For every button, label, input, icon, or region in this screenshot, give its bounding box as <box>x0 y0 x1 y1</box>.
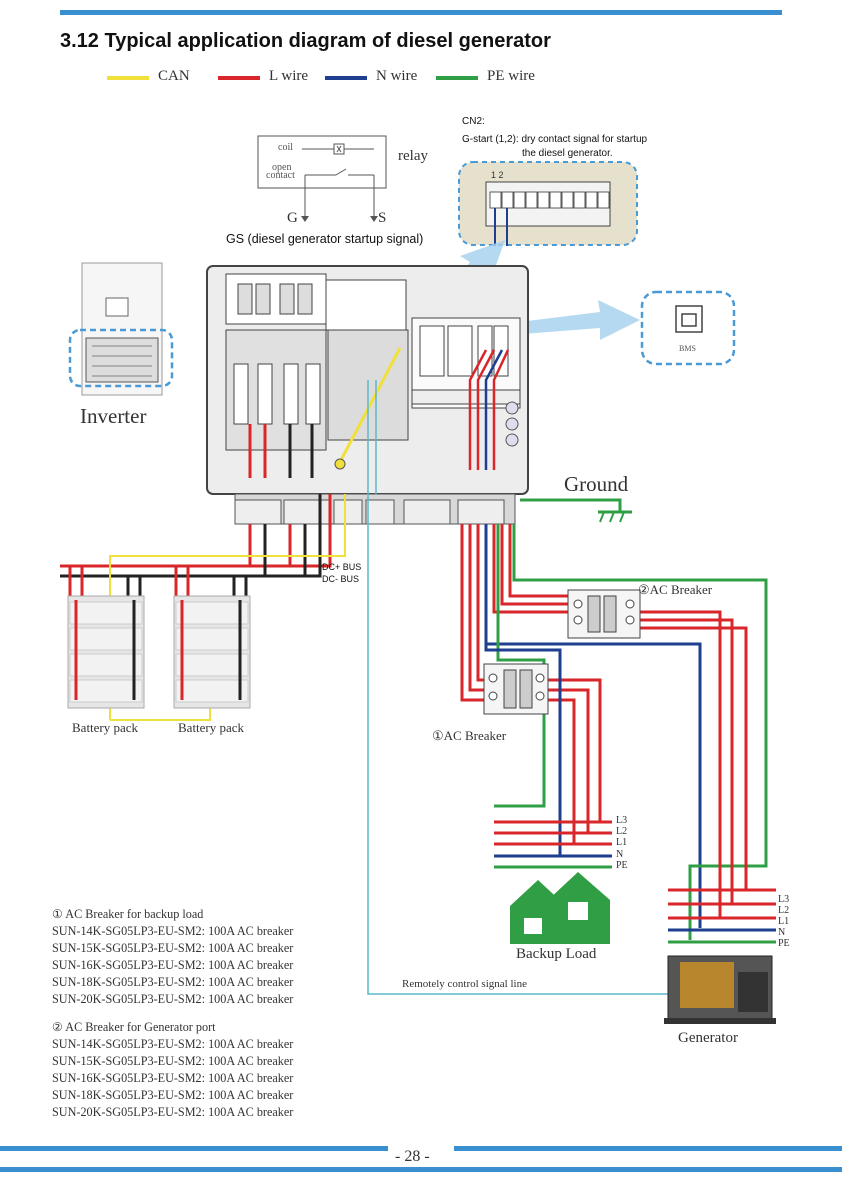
ground-symbol <box>520 498 632 523</box>
remote-line-label: Remotely control signal line <box>402 978 527 990</box>
ac-wiring <box>460 524 768 940</box>
legend-swatch-n <box>325 76 367 80</box>
load-wire-pe: PE <box>616 860 628 871</box>
bms-port <box>640 290 736 366</box>
cn2-desc-2: the diesel generator. <box>522 148 613 159</box>
load-wire-stubs <box>494 820 612 869</box>
battery-pack-1-label: Battery pack <box>72 720 139 735</box>
battery-pack-2 <box>173 595 251 709</box>
dc-plus-bus-label: DC+ BUS <box>322 562 362 572</box>
cn2-title: CN2: <box>462 116 485 127</box>
note-line: SUN-20K-SG05LP3-EU-SM2: 100A AC breaker <box>52 1104 294 1119</box>
gen-wire-l1: L1 <box>778 916 790 927</box>
gen-wire-pe: PE <box>778 938 790 949</box>
relay-label: relay <box>398 148 428 164</box>
legend-swatch-can <box>107 76 149 80</box>
inverter-wiring-box <box>206 265 529 525</box>
ac-breaker-2 <box>567 589 641 639</box>
footer-rule-bottom <box>0 1167 842 1172</box>
footer-rule-right <box>454 1146 842 1151</box>
load-wire-l2: L2 <box>616 826 628 837</box>
bms-label: BMS <box>679 344 696 353</box>
relay-s-label: S <box>378 210 387 226</box>
legend-label-can: CAN <box>158 68 190 84</box>
cn2-terminal <box>458 161 638 246</box>
battery-pack-2-label: Battery pack <box>178 720 245 735</box>
generator-wire-stubs <box>668 888 776 944</box>
gs-caption: GS (diesel generator startup signal) <box>226 232 424 246</box>
gen-wire-l3: L3 <box>778 894 790 905</box>
generator-icon <box>664 955 776 1024</box>
dc-minus-bus-label: DC- BUS <box>322 574 360 584</box>
note-line: SUN-14K-SG05LP3-EU-SM2: 100A AC breaker <box>52 923 294 938</box>
inverter-label: Inverter <box>80 404 147 428</box>
legend-swatch-l <box>218 76 260 80</box>
ac-breaker-1-label: ①AC Breaker <box>432 728 507 743</box>
note-line: ① AC Breaker for backup load <box>52 907 204 921</box>
load-wire-n: N <box>616 849 624 860</box>
cn2-pin-labels: 1 2 <box>491 170 504 180</box>
notes-generator-port: ② AC Breaker for Generator port SUN-14K-… <box>52 1019 293 1120</box>
backup-load-icon <box>510 872 610 944</box>
page-title: 3.12 Typical application diagram of dies… <box>60 30 551 52</box>
notes-backup-load: ① AC Breaker for backup load SUN-14K-SG0… <box>52 906 293 1007</box>
relay-coil-label: coil <box>278 142 293 153</box>
inverter-thumbnail <box>68 262 174 396</box>
gen-wire-l2: L2 <box>778 905 790 916</box>
note-line: SUN-20K-SG05LP3-EU-SM2: 100A AC breaker <box>52 991 294 1006</box>
load-wire-l3: L3 <box>616 815 628 826</box>
note-line: ② AC Breaker for Generator port <box>52 1020 216 1034</box>
note-line: SUN-16K-SG05LP3-EU-SM2: 100A AC breaker <box>52 1070 294 1085</box>
relay-contact-label: contact <box>266 170 295 181</box>
note-line: SUN-15K-SG05LP3-EU-SM2: 100A AC breaker <box>52 1053 294 1068</box>
note-line: SUN-14K-SG05LP3-EU-SM2: 100A AC breaker <box>52 1036 294 1051</box>
battery-pack-1 <box>67 595 145 709</box>
page-number: - 28 - <box>395 1148 430 1165</box>
header-rule <box>60 10 782 15</box>
legend-label-pe: PE wire <box>487 68 535 84</box>
ac-breaker-1 <box>483 663 549 715</box>
relay-g-label: G <box>287 210 298 226</box>
load-wire-l1: L1 <box>616 837 628 848</box>
footer-rule-left <box>0 1146 388 1151</box>
note-line: SUN-16K-SG05LP3-EU-SM2: 100A AC breaker <box>52 957 294 972</box>
legend-swatch-pe <box>436 76 478 80</box>
note-line: SUN-15K-SG05LP3-EU-SM2: 100A AC breaker <box>52 940 294 955</box>
ac-breaker-2-label: ②AC Breaker <box>638 582 713 597</box>
gen-wire-n: N <box>778 927 786 938</box>
backup-load-label: Backup Load <box>516 946 597 962</box>
note-line: SUN-18K-SG05LP3-EU-SM2: 100A AC breaker <box>52 1087 294 1102</box>
legend-label-n: N wire <box>376 68 418 84</box>
note-line: SUN-18K-SG05LP3-EU-SM2: 100A AC breaker <box>52 974 294 989</box>
legend-label-l: L wire <box>269 68 309 84</box>
generator-label: Generator <box>678 1030 738 1046</box>
cn2-desc-1: G-start (1,2): dry contact signal for st… <box>462 134 648 145</box>
remote-signal-line <box>367 380 680 995</box>
ground-label: Ground <box>564 472 629 496</box>
relay-open-label: open <box>272 162 292 173</box>
relay-schematic <box>257 135 387 222</box>
